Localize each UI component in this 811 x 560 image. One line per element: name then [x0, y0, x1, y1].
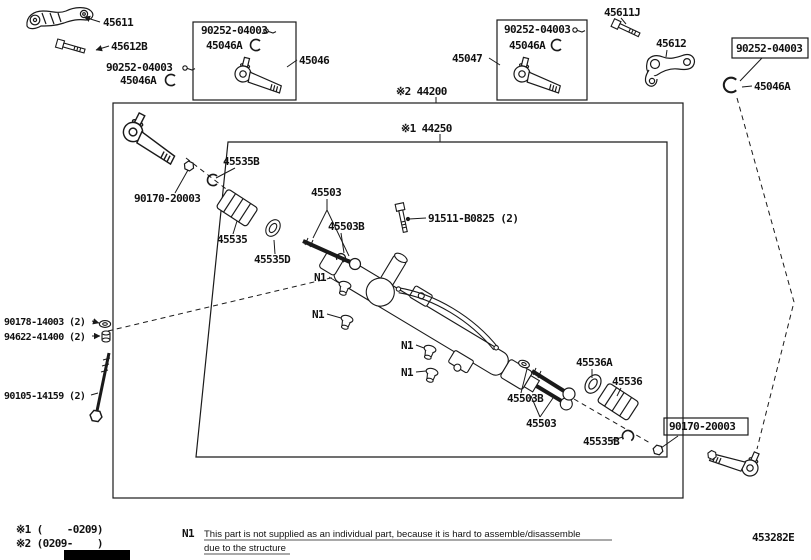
clip-45046A-icon: [164, 73, 176, 87]
label-45535B-top: 45535B: [223, 155, 260, 168]
nut-90170-right-drawing: [651, 443, 665, 457]
grease-fitting-icon: [572, 27, 586, 33]
washer-90178-drawing: [98, 320, 112, 328]
callout-box-90170-right: [663, 417, 749, 436]
bolt-45612B-drawing: [54, 38, 87, 56]
label-45611: 45611: [103, 16, 134, 29]
label-90252-box1: 90252-04003: [201, 24, 267, 37]
footnote-2: ※2 (0209- ): [16, 537, 103, 550]
tie-rod-end-right-drawing: [708, 436, 765, 481]
ring-45535D-drawing: [262, 216, 284, 240]
footnote-n1-line1: This part is not supplied as an individu…: [204, 529, 581, 540]
clamp-45535B-top-drawing: [206, 173, 218, 187]
callout-box-90252-right: [731, 37, 809, 59]
grommet-n1-drawing: [337, 313, 355, 332]
leader-lines: [83, 15, 763, 449]
label-45535D: 45535D: [254, 253, 291, 266]
inner-tie-rod-right-drawing: [530, 367, 576, 401]
label-45503-bottom: 45503: [526, 417, 556, 430]
label-45046A-box2: 45046A: [509, 39, 546, 52]
label-45503B-bottom: 45503B: [507, 392, 544, 405]
n1-callout-1: N1: [314, 271, 327, 284]
ring-45536A-drawing: [581, 371, 605, 397]
footnote-n1-line2: due to the structure: [204, 543, 286, 554]
clamp-45535B-bottom-drawing: [620, 428, 636, 442]
label-90170-box4: 90170-20003: [669, 420, 735, 433]
label-44250: ※1 44250: [401, 122, 452, 135]
tie-rod-end-left-drawing: [118, 109, 186, 165]
n1-callout-3: N1: [401, 339, 414, 352]
label-45503-top: 45503: [311, 186, 341, 199]
drawing-code: 453282E: [752, 531, 794, 544]
label-91511: 91511-B0825 (2): [428, 212, 518, 225]
inner-tie-rod-left-drawing: [302, 237, 362, 271]
label-90170-left: 90170-20003: [134, 192, 200, 205]
grommet-n1-drawing: [420, 343, 438, 362]
label-45535B-bottom: 45535B: [583, 435, 620, 448]
label-45503B-top: 45503B: [328, 220, 365, 233]
collar-94622-drawing: [101, 330, 111, 343]
bolt-90105-drawing: [95, 352, 111, 412]
label-90252-left: 90252-04003: [106, 61, 172, 74]
label-90178: 90178-14003 (2): [4, 317, 85, 328]
label-45612B: 45612B: [111, 40, 148, 53]
dashed-reference-lines: [107, 97, 795, 450]
clip-45046A-icon: [722, 76, 738, 94]
label-45535: 45535: [217, 233, 247, 246]
tie-rod-end-45047-drawing: [511, 55, 566, 94]
label-90252-box2: 90252-04003: [504, 23, 570, 36]
label-45046: 45046: [299, 54, 330, 67]
label-90252-box3: 90252-04003: [736, 42, 802, 55]
n1-callout-4: N1: [401, 366, 414, 379]
label-94622: 94622-41400 (2): [4, 332, 85, 343]
bolt-45611J-drawing: [610, 18, 642, 40]
clip-45046A-icon: [249, 38, 261, 52]
label-45047: 45047: [452, 52, 482, 65]
label-44200: ※2 44200: [396, 85, 447, 98]
label-45612: 45612: [656, 37, 686, 50]
bolt-90105-head-drawing: [88, 409, 104, 423]
clip-45046A-icon: [550, 38, 562, 52]
callout-box-45047: [496, 19, 588, 101]
steering-gear-assembly-drawing: [319, 250, 573, 411]
label-45046A-box1: 45046A: [206, 39, 243, 52]
inner-assembly-box: [195, 141, 668, 458]
part-labels: 45611 45612B 90252-04003 45046A 45046 90…: [4, 6, 803, 448]
footer-notes: ※1 ( -0209) ※2 (0209- ) N1 This part is …: [16, 523, 795, 560]
label-45536: 45536: [612, 375, 643, 388]
grommet-n1-drawing: [422, 366, 440, 385]
pitman-arm-left-drawing: [26, 7, 94, 30]
footnote-1: ※1 ( -0209): [16, 523, 103, 536]
lock-nut-left-drawing: [182, 159, 196, 173]
label-45536A: 45536A: [576, 356, 613, 369]
outer-assembly-box: [112, 102, 684, 499]
label-90105: 90105-14159 (2): [4, 391, 85, 402]
label-45046A-left: 45046A: [120, 74, 157, 87]
tie-rod-end-45046-drawing: [232, 55, 287, 94]
n1-callout-2: N1: [312, 308, 325, 321]
pitman-arm-right-drawing: [644, 53, 696, 87]
label-45611J: 45611J: [604, 6, 640, 19]
redaction-bar: [64, 550, 130, 560]
frame-boxes: [112, 19, 809, 499]
footnote-n1-label: N1: [182, 527, 195, 540]
label-45046A-right: 45046A: [754, 80, 791, 93]
boot-45536-drawing: [596, 382, 640, 422]
